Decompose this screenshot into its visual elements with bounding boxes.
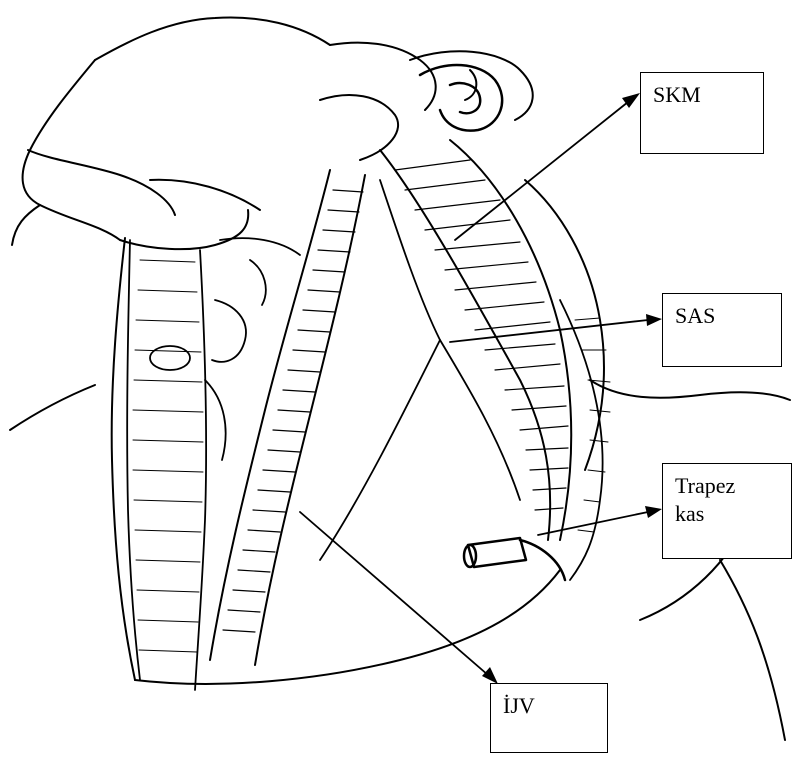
strap-muscles bbox=[127, 240, 206, 690]
posterior-triangle bbox=[320, 180, 520, 560]
ijv-label: İJV bbox=[503, 692, 595, 720]
sas-label: SAS bbox=[675, 302, 769, 330]
trapez-arrowhead bbox=[645, 506, 662, 518]
trapez-label-box: Trapez kas bbox=[662, 463, 792, 559]
clavicle-fragment bbox=[464, 538, 565, 580]
ijv-label-box: İJV bbox=[490, 683, 608, 753]
skm-label: SKM bbox=[653, 81, 751, 109]
hyoid-region bbox=[150, 238, 300, 460]
trapez-label: Trapez kas bbox=[675, 472, 779, 528]
sas-label-box: SAS bbox=[662, 293, 782, 367]
skm-label-box: SKM bbox=[640, 72, 764, 154]
head-outline bbox=[12, 17, 533, 249]
sas-pointer-line bbox=[450, 320, 648, 342]
sas-arrowhead bbox=[646, 314, 662, 326]
internal-jugular-vein bbox=[210, 170, 365, 665]
ijv-arrowhead bbox=[482, 667, 498, 684]
ijv-pointer-line bbox=[300, 512, 488, 675]
